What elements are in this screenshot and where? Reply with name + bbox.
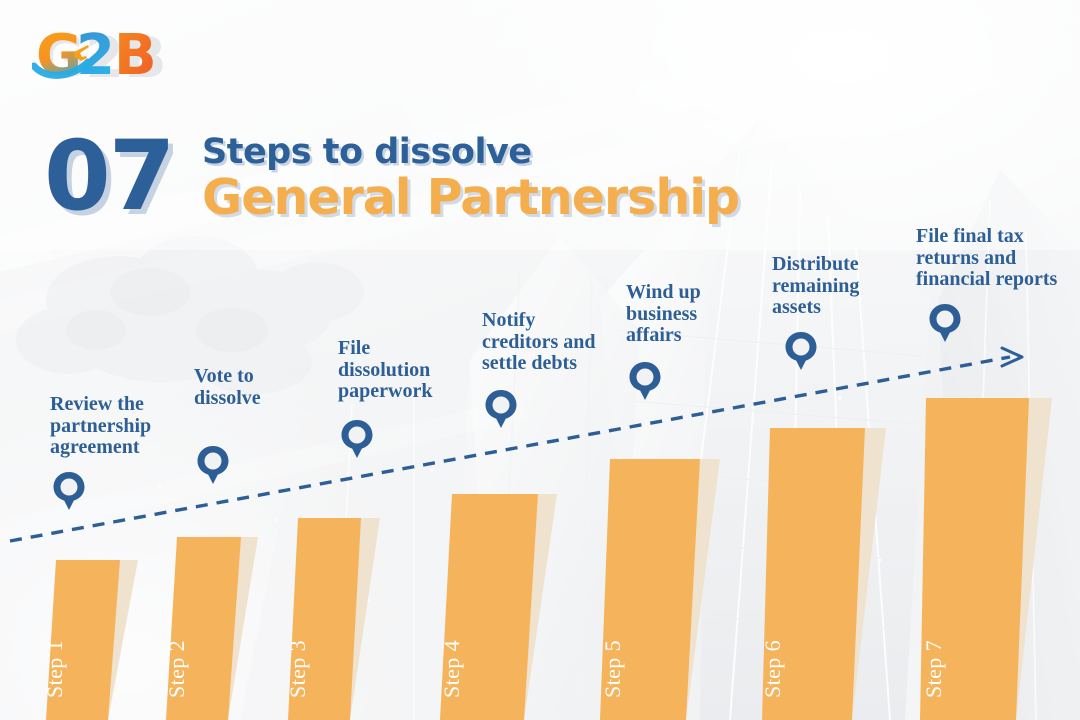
map-pin-icon-2[interactable] — [196, 444, 230, 486]
logo-swoosh — [32, 58, 92, 79]
headline-text: Steps to dissolve General Partnership — [202, 132, 740, 226]
map-pin-icon-1[interactable] — [52, 470, 86, 512]
step-caption-7: File final tax returns and financial rep… — [916, 225, 1058, 290]
bar-2 — [166, 537, 241, 720]
bar-1 — [46, 560, 120, 720]
bar-5 — [600, 459, 700, 720]
bar-4 — [440, 494, 538, 720]
headline-number: 07 — [44, 120, 176, 232]
g2b-logo[interactable]: G2B G 2 B — [32, 22, 192, 90]
bar-6 — [762, 428, 865, 720]
bar-columns — [46, 398, 1029, 720]
map-pin-icon-3[interactable] — [340, 418, 374, 460]
step-caption-4: Notify creditors and settle debts — [482, 309, 596, 374]
headline-group: 07 Steps to dissolve General Partnership — [44, 128, 744, 238]
bar-3 — [288, 518, 361, 720]
step-caption-1: Review the partnership agreement — [50, 393, 152, 458]
map-pin-icon-4[interactable] — [484, 388, 518, 430]
map-pin-icon-5[interactable] — [628, 360, 662, 402]
headline-line-2: General Partnership — [202, 169, 740, 226]
logo-letter-2: 2 — [76, 23, 115, 88]
logo-letter-b: B — [114, 23, 157, 88]
map-pin-icon-7[interactable] — [928, 302, 962, 344]
logo-shadow: G2B — [39, 26, 167, 90]
bar-7 — [920, 398, 1029, 720]
svg-text:G2B: G2B — [39, 26, 167, 90]
step-caption-3: File dissolution paperwork — [338, 337, 433, 402]
step-caption-2: Vote to dissolve — [194, 365, 261, 409]
airplane-icon — [74, 45, 89, 61]
step-caption-5: Wind up business affairs — [626, 281, 701, 346]
map-pin-icon-6[interactable] — [784, 330, 818, 372]
step-caption-6: Distribute remaining assets — [772, 253, 860, 318]
headline-line-1: Steps to dissolve — [202, 132, 532, 172]
